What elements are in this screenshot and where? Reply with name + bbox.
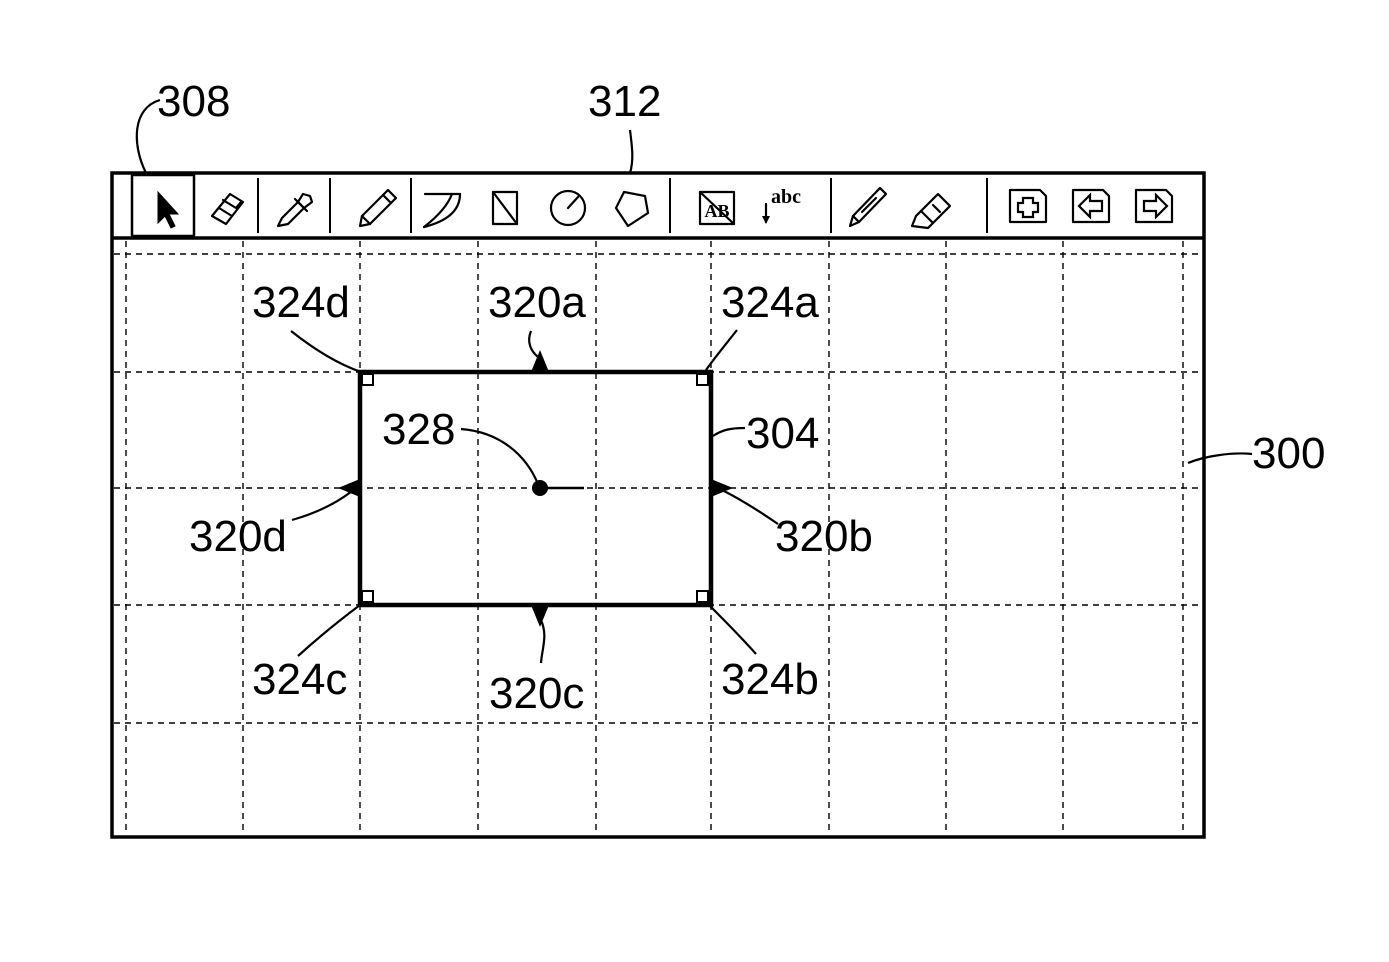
arrow-pointer-icon	[157, 190, 180, 229]
reference-numerals: 308 312 300 304 320a 320b 320c 320d 324a…	[157, 77, 1325, 718]
text-insert-icon[interactable]: abc	[762, 186, 801, 224]
ref-corner-bottom-right: 324b	[721, 655, 819, 704]
ref-corner-top-left: 324d	[252, 278, 350, 327]
corner-handle-top-right[interactable]	[696, 373, 709, 386]
highlighter-icon[interactable]	[910, 192, 952, 230]
display-window	[110, 171, 1206, 839]
ref-corner-bottom-left: 324c	[252, 655, 347, 704]
ref-display: 300	[1252, 429, 1325, 478]
selected-rectangle-object[interactable]	[338, 350, 733, 627]
toolbar-separators	[257, 178, 988, 233]
arrow-right-icon[interactable]	[1134, 188, 1174, 224]
text-box-label: AB	[704, 201, 729, 221]
ref-object: 304	[746, 409, 819, 458]
leader-lines	[135, 98, 1253, 664]
pencil-icon[interactable]	[358, 188, 398, 228]
eraser-icon[interactable]	[210, 192, 245, 226]
corner-handle-top-left[interactable]	[361, 373, 374, 386]
ref-tool-group: 312	[588, 77, 661, 126]
arc-icon[interactable]	[422, 192, 462, 229]
text-insert-label: abc	[771, 186, 801, 208]
ref-toolbar: 308	[157, 77, 230, 126]
corner-handle-bottom-right[interactable]	[696, 590, 709, 603]
side-handle-left[interactable]	[338, 479, 360, 497]
polygon-icon[interactable]	[614, 190, 650, 228]
arrow-left-icon[interactable]	[1071, 188, 1111, 224]
ref-center-handle: 328	[382, 405, 455, 454]
ref-handle-bottom: 320c	[489, 669, 584, 718]
side-handle-bottom[interactable]	[531, 605, 549, 627]
circle-icon[interactable]	[549, 189, 587, 227]
eyedropper-icon[interactable]	[276, 192, 314, 228]
ref-handle-top: 320a	[488, 278, 586, 327]
ref-handle-left: 320d	[189, 512, 287, 561]
ref-corner-top-right: 324a	[721, 278, 819, 327]
text-box-icon[interactable]: AB	[698, 190, 736, 226]
ref-handle-right: 320b	[775, 512, 873, 561]
side-handle-right[interactable]	[711, 479, 733, 497]
corner-handle-bottom-left[interactable]	[361, 590, 374, 603]
pen-icon[interactable]	[848, 186, 888, 228]
toolbar: AB abc	[130, 173, 1174, 238]
add-page-icon[interactable]	[1008, 188, 1048, 224]
rectangle-icon[interactable]	[491, 190, 519, 226]
side-handle-top[interactable]	[531, 350, 549, 372]
